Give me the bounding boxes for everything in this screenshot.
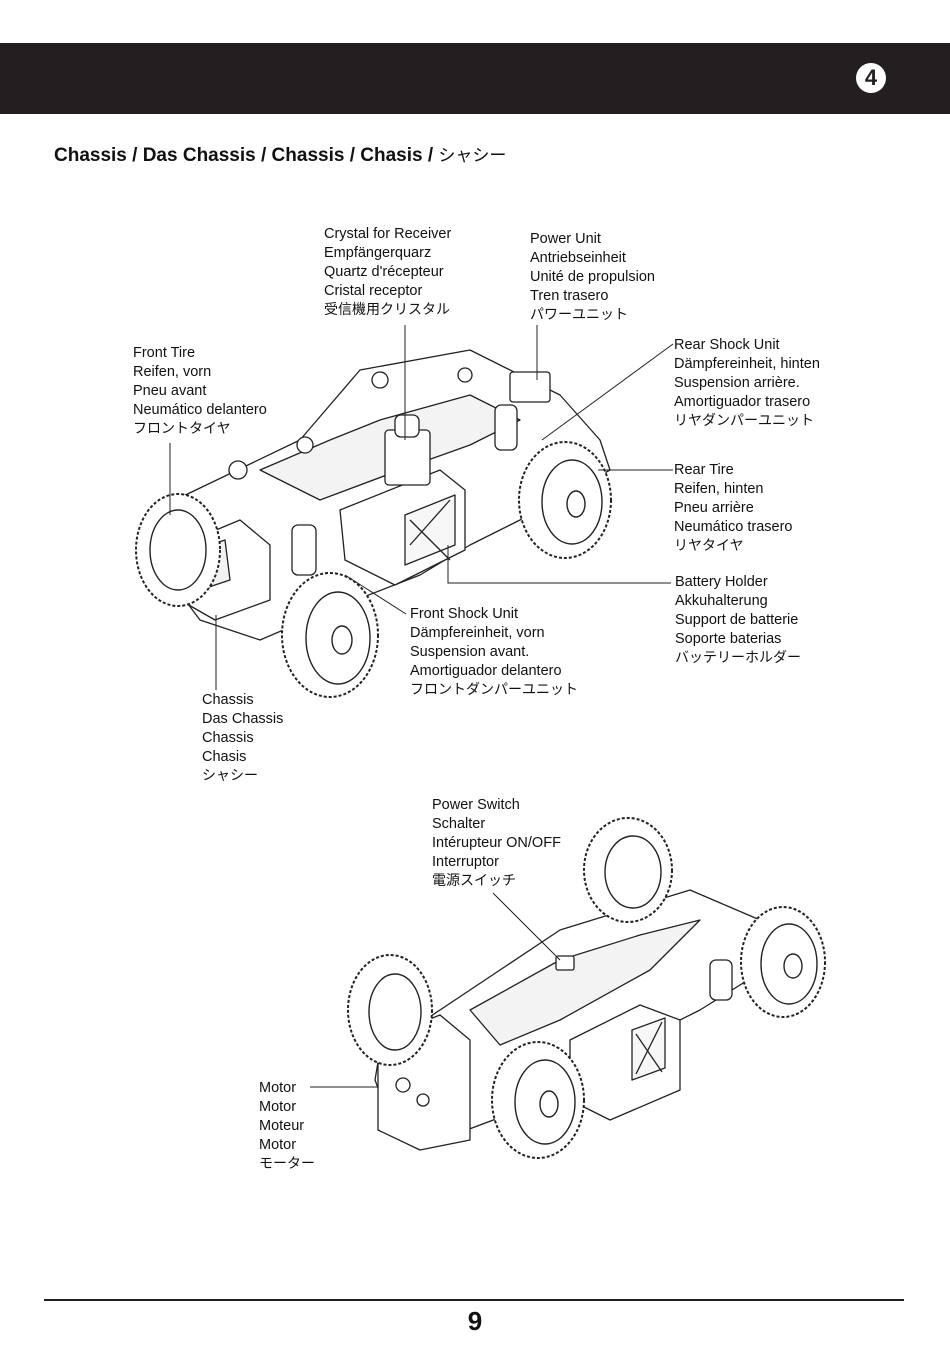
label-text-de: Antriebseinheit [530,250,626,266]
label-battery-holder: Battery Holder Akkuhalterung Support de … [675,573,801,668]
label-text-fr: Suspension arrière. [674,375,800,391]
label-text-es: Neumático trasero [674,519,793,535]
label-text-en: Front Shock Unit [410,606,518,622]
label-front-tire: Front Tire Reifen, vorn Pneu avant Neumá… [133,344,267,439]
label-text-es: Tren trasero [530,288,609,304]
label-text-es: Motor [259,1137,297,1153]
label-text-en: Power Switch [432,797,520,813]
label-text-en: Motor [259,1080,297,1096]
label-text-en: Power Unit [530,231,601,247]
label-text-es: Amortiguador delantero [410,663,562,679]
label-text-de: Dämpfereinheit, vorn [410,625,545,641]
label-text-jp: フロントダンパーユニット [410,682,578,698]
label-text-jp: バッテリーホルダー [675,650,801,666]
label-text-jp: 電源スイッチ [432,873,516,889]
footer-divider [44,1299,904,1301]
label-text-fr: Quartz d'récepteur [324,264,444,280]
label-text-jp: リヤタイヤ [674,538,744,554]
label-text-jp: シャシー [202,768,258,784]
page-title: Chassis / Das Chassis / Chassis / Chasis… [54,141,506,167]
label-text-jp: リヤダンパーユニット [674,413,814,429]
page-title-main: Chassis / Das Chassis / Chassis / Chasis… [54,145,434,166]
label-text-de: Dämpfereinheit, hinten [674,356,820,372]
label-text-jp: フロントタイヤ [133,421,231,437]
label-motor: Motor Motor Moteur Motor モーター [259,1079,315,1174]
label-text-de: Reifen, vorn [133,364,212,380]
label-text-en: Crystal for Receiver [324,226,452,242]
label-text-en: Rear Tire [674,462,734,478]
label-text-en: Rear Shock Unit [674,337,780,353]
label-text-es: Soporte baterias [675,631,782,647]
label-chassis: Chassis Das Chassis Chassis Chasis シャシー [202,691,283,786]
page-number: 9 [467,1306,483,1336]
label-text-fr: Chassis [202,730,254,746]
label-crystal-for-receiver: Crystal for Receiver Empfängerquarz Quar… [324,225,451,320]
label-text-de: Empfängerquarz [324,245,432,261]
label-text-fr: Intérupteur ON/OFF [432,835,561,851]
label-text-de: Schalter [432,816,486,832]
header-bar [0,43,950,114]
label-text-fr: Pneu avant [133,383,207,399]
label-front-shock-unit: Front Shock Unit Dämpfereinheit, vorn Su… [410,605,578,700]
label-text-es: Interruptor [432,854,499,870]
label-text-de: Akkuhalterung [675,593,768,609]
leader-lines [169,325,674,1088]
label-text-fr: Unité de propulsion [530,269,655,285]
label-text-de: Motor [259,1099,297,1115]
label-text-en: Chassis [202,692,254,708]
label-text-es: Amortiguador trasero [674,394,811,410]
label-text-jp: パワーユニット [530,307,628,323]
label-text-jp: モーター [259,1156,315,1172]
section-number-badge: 4 [856,63,886,93]
label-text-es: Chasis [202,749,247,765]
label-text-fr: Support de batterie [675,612,799,628]
label-rear-shock-unit: Rear Shock Unit Dämpfereinheit, hinten S… [674,336,820,431]
label-text-de: Das Chassis [202,711,284,727]
label-text-fr: Suspension avant. [410,644,530,660]
label-rear-tire: Rear Tire Reifen, hinten Pneu arrière Ne… [674,461,792,556]
label-text-fr: Moteur [259,1118,305,1134]
top-wheels [135,441,612,698]
label-text-en: Front Tire [133,345,196,361]
label-text-jp: 受信機用クリスタル [324,302,450,318]
label-power-switch: Power Switch Schalter Intérupteur ON/OFF… [432,796,561,891]
label-text-es: Neumático delantero [133,402,267,418]
bottom-wheels [347,817,826,1159]
label-text-es: Cristal receptor [324,283,423,299]
label-text-de: Reifen, hinten [674,481,764,497]
page-title-japanese: シャシー [438,146,507,166]
label-power-unit: Power Unit Antriebseinheit Unité de prop… [530,230,655,325]
label-text-fr: Pneu arrière [674,500,754,516]
label-text-en: Battery Holder [675,574,768,590]
